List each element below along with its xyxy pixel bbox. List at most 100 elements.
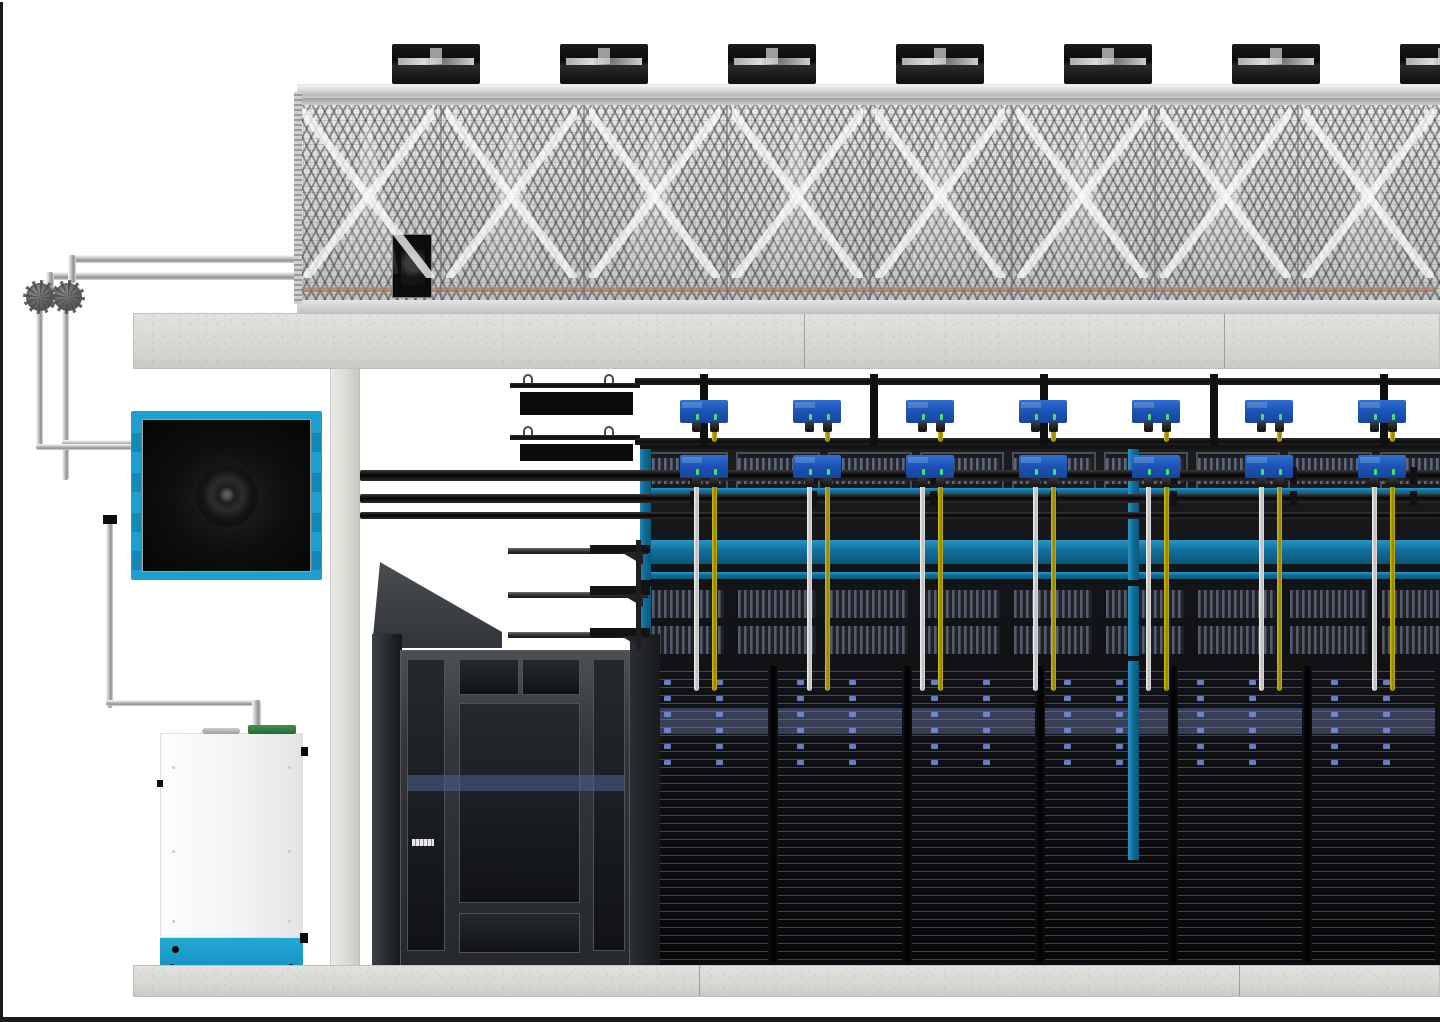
enclosure-transom-glass xyxy=(459,659,519,695)
manifold-status-led xyxy=(1166,469,1169,475)
cdu-top-access-cap[interactable] xyxy=(202,728,240,734)
rack-status-led xyxy=(1064,696,1071,701)
manifold-quick-disconnect[interactable] xyxy=(823,477,832,487)
manifold-quick-disconnect[interactable] xyxy=(1370,422,1379,432)
manifold-quick-disconnect[interactable] xyxy=(1162,422,1171,432)
floor-slab-seam xyxy=(699,966,700,996)
manifold-status-led xyxy=(1279,414,1282,420)
busway-section xyxy=(520,444,633,461)
dry-cooler-v-coil xyxy=(588,108,720,278)
coolant-manifold[interactable] xyxy=(1358,455,1406,487)
rack-blade-slots xyxy=(1290,590,1368,618)
rack-status-led xyxy=(1064,680,1071,685)
coolant-manifold[interactable] xyxy=(906,455,954,487)
coolant-supply-hose xyxy=(1390,476,1395,691)
coolant-manifold[interactable] xyxy=(1019,455,1067,487)
dry-cooler-fan xyxy=(1064,44,1152,84)
dry-cooler-v-coil xyxy=(731,108,863,278)
rack-status-led xyxy=(1116,728,1123,733)
cdu-inlet-flange xyxy=(248,725,296,734)
coolant-manifold[interactable] xyxy=(793,455,841,487)
supply-pipe-elbow xyxy=(68,255,76,283)
isolation-valve-handwheel[interactable] xyxy=(23,280,57,314)
manifold-status-led xyxy=(940,414,943,420)
rack-status-led xyxy=(1249,712,1257,717)
manifold-quick-disconnect[interactable] xyxy=(1162,477,1171,487)
manifold-status-led xyxy=(1261,469,1264,475)
enclosure-door-frame[interactable] xyxy=(400,650,630,967)
manifold-quick-disconnect[interactable] xyxy=(1388,477,1397,487)
manifold-quick-disconnect[interactable] xyxy=(1049,422,1058,432)
rack-status-led xyxy=(797,712,805,717)
rack-status-led xyxy=(716,680,723,685)
dry-cooler-panel-seam xyxy=(868,105,871,300)
ahu-mount-tab xyxy=(132,551,141,570)
coolant-manifold[interactable] xyxy=(793,400,841,432)
manifold-quick-disconnect[interactable] xyxy=(936,477,945,487)
manifold-quick-disconnect[interactable] xyxy=(710,477,719,487)
rack-status-led xyxy=(1382,744,1390,749)
manifold-status-led xyxy=(1374,414,1377,420)
rack-status-led xyxy=(1382,712,1390,717)
manifold-quick-disconnect[interactable] xyxy=(805,477,814,487)
image-border-top xyxy=(0,0,1440,2)
enclosure-transom-glass xyxy=(522,659,580,695)
return-pipe-riser xyxy=(36,300,43,448)
enclosure-door-handle[interactable] xyxy=(412,839,434,846)
coolant-return-hose xyxy=(694,476,699,691)
busbar-drop-riser xyxy=(1210,374,1218,446)
coolant-manifold[interactable] xyxy=(1358,400,1406,432)
coolant-manifold[interactable] xyxy=(906,400,954,432)
cable-tray xyxy=(508,592,648,598)
cdu-panel-screw xyxy=(288,850,291,853)
manifold-quick-disconnect[interactable] xyxy=(823,422,832,432)
cable-tray-run xyxy=(590,545,650,553)
rack-status-led xyxy=(1330,744,1338,749)
manifold-status-led xyxy=(1279,469,1282,475)
manifold-quick-disconnect[interactable] xyxy=(1144,422,1153,432)
manifold-quick-disconnect[interactable] xyxy=(1257,422,1266,432)
coolant-manifold[interactable] xyxy=(680,400,728,432)
dry-cooler-fan xyxy=(896,44,984,84)
cdu-drain-port xyxy=(300,933,308,943)
rack-status-led xyxy=(849,744,857,749)
manifold-status-led xyxy=(1261,414,1264,420)
return-pipe-horizontal xyxy=(46,272,304,280)
manifold-quick-disconnect[interactable] xyxy=(936,422,945,432)
coolant-manifold[interactable] xyxy=(1132,400,1180,432)
dry-cooler-panel-seam xyxy=(725,105,728,300)
manifold-quick-disconnect[interactable] xyxy=(1144,477,1153,487)
manifold-quick-disconnect[interactable] xyxy=(1275,422,1284,432)
manifold-quick-disconnect[interactable] xyxy=(805,422,814,432)
manifold-quick-disconnect[interactable] xyxy=(1275,477,1284,487)
coolant-manifold[interactable] xyxy=(1132,455,1180,487)
cdu-cabinet-body xyxy=(157,733,308,938)
coolant-manifold[interactable] xyxy=(1245,400,1293,432)
roof-slab-seam xyxy=(1224,314,1225,368)
manifold-quick-disconnect[interactable] xyxy=(1370,477,1379,487)
rack-status-led xyxy=(1330,712,1338,717)
coolant-return-hose xyxy=(1259,476,1264,691)
manifold-quick-disconnect[interactable] xyxy=(1031,477,1040,487)
manifold-quick-disconnect[interactable] xyxy=(692,477,701,487)
coolant-manifold[interactable] xyxy=(1245,455,1293,487)
enclosure-sidelight-glass xyxy=(407,659,445,951)
manifold-quick-disconnect[interactable] xyxy=(918,477,927,487)
rack-status-led xyxy=(797,696,805,701)
manifold-quick-disconnect[interactable] xyxy=(710,422,719,432)
manifold-quick-disconnect[interactable] xyxy=(1388,422,1397,432)
isolation-valve-handwheel[interactable] xyxy=(51,280,85,314)
enclosure-door-glass[interactable] xyxy=(459,703,580,903)
ahu-mount-tab xyxy=(132,513,141,532)
manifold-quick-disconnect[interactable] xyxy=(1031,422,1040,432)
manifold-quick-disconnect[interactable] xyxy=(918,422,927,432)
coolant-manifold[interactable] xyxy=(1019,400,1067,432)
rack-status-led xyxy=(1197,728,1205,733)
manifold-quick-disconnect[interactable] xyxy=(1257,477,1266,487)
coolant-manifold[interactable] xyxy=(680,455,728,487)
manifold-quick-disconnect[interactable] xyxy=(1049,477,1058,487)
rack-status-led xyxy=(1249,760,1257,765)
rack-status-led xyxy=(982,744,990,749)
ahu-fan xyxy=(195,464,258,527)
manifold-quick-disconnect[interactable] xyxy=(692,422,701,432)
